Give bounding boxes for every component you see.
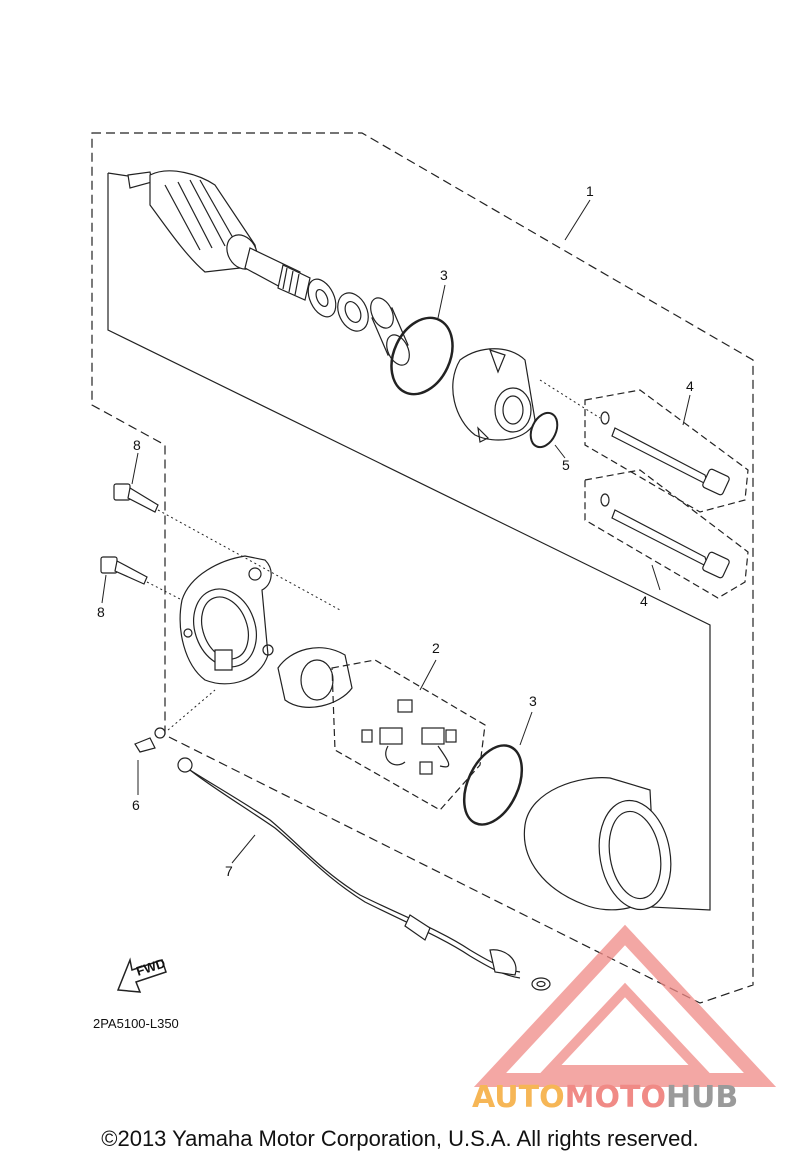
- through-bolt-lower: [600, 493, 730, 579]
- o-ring-small: [529, 411, 559, 449]
- o-ring-upper: [390, 316, 454, 396]
- callout-1: 1: [586, 183, 594, 199]
- armature: [127, 170, 311, 301]
- callout-3-lower: 3: [529, 693, 537, 709]
- bolt-box-lower: [584, 469, 749, 599]
- o-ring-lower: [462, 744, 524, 826]
- brushes: [361, 699, 457, 775]
- callout-2: 2: [432, 640, 440, 656]
- callout-3-upper: 3: [440, 267, 448, 283]
- outer-dashed-boundary: [91, 132, 754, 1004]
- watermark-auto: AUTO: [472, 1080, 565, 1115]
- callout-7: 7: [225, 863, 233, 879]
- callout-4-upper: 4: [686, 378, 694, 394]
- callout-8-lower: 8: [97, 604, 105, 620]
- screw-lower: [100, 556, 148, 585]
- callout-8-upper: 8: [133, 437, 141, 453]
- leader-lines: [101, 199, 691, 864]
- callout-5: 5: [562, 457, 570, 473]
- needle-bearing: [370, 297, 410, 366]
- front-cover: [452, 348, 536, 443]
- watermark-triangle: [473, 924, 777, 1087]
- bolt-box-upper: [584, 389, 749, 513]
- rear-cover: [179, 555, 274, 685]
- yoke: [523, 777, 672, 911]
- screw-upper: [113, 483, 159, 513]
- through-bolt-upper: [600, 411, 730, 496]
- brush-holder: [277, 647, 353, 708]
- drawing-code: 2PA5100-L350: [93, 1016, 179, 1031]
- watermark-logo: AUTOMOTOHUB: [472, 1080, 738, 1115]
- washer: [307, 278, 337, 318]
- callout-6: 6: [132, 797, 140, 813]
- screw-6: [134, 727, 166, 753]
- cable: [177, 757, 551, 991]
- watermark-moto: MOTO: [564, 1080, 666, 1115]
- brush-set-box: [331, 659, 486, 811]
- bearing: [337, 292, 369, 332]
- callout-4-lower: 4: [640, 593, 648, 609]
- watermark-hub: HUB: [665, 1080, 739, 1115]
- copyright-notice: ©2013 Yamaha Motor Corporation, U.S.A. A…: [101, 1126, 699, 1151]
- fwd-arrow: [116, 957, 167, 993]
